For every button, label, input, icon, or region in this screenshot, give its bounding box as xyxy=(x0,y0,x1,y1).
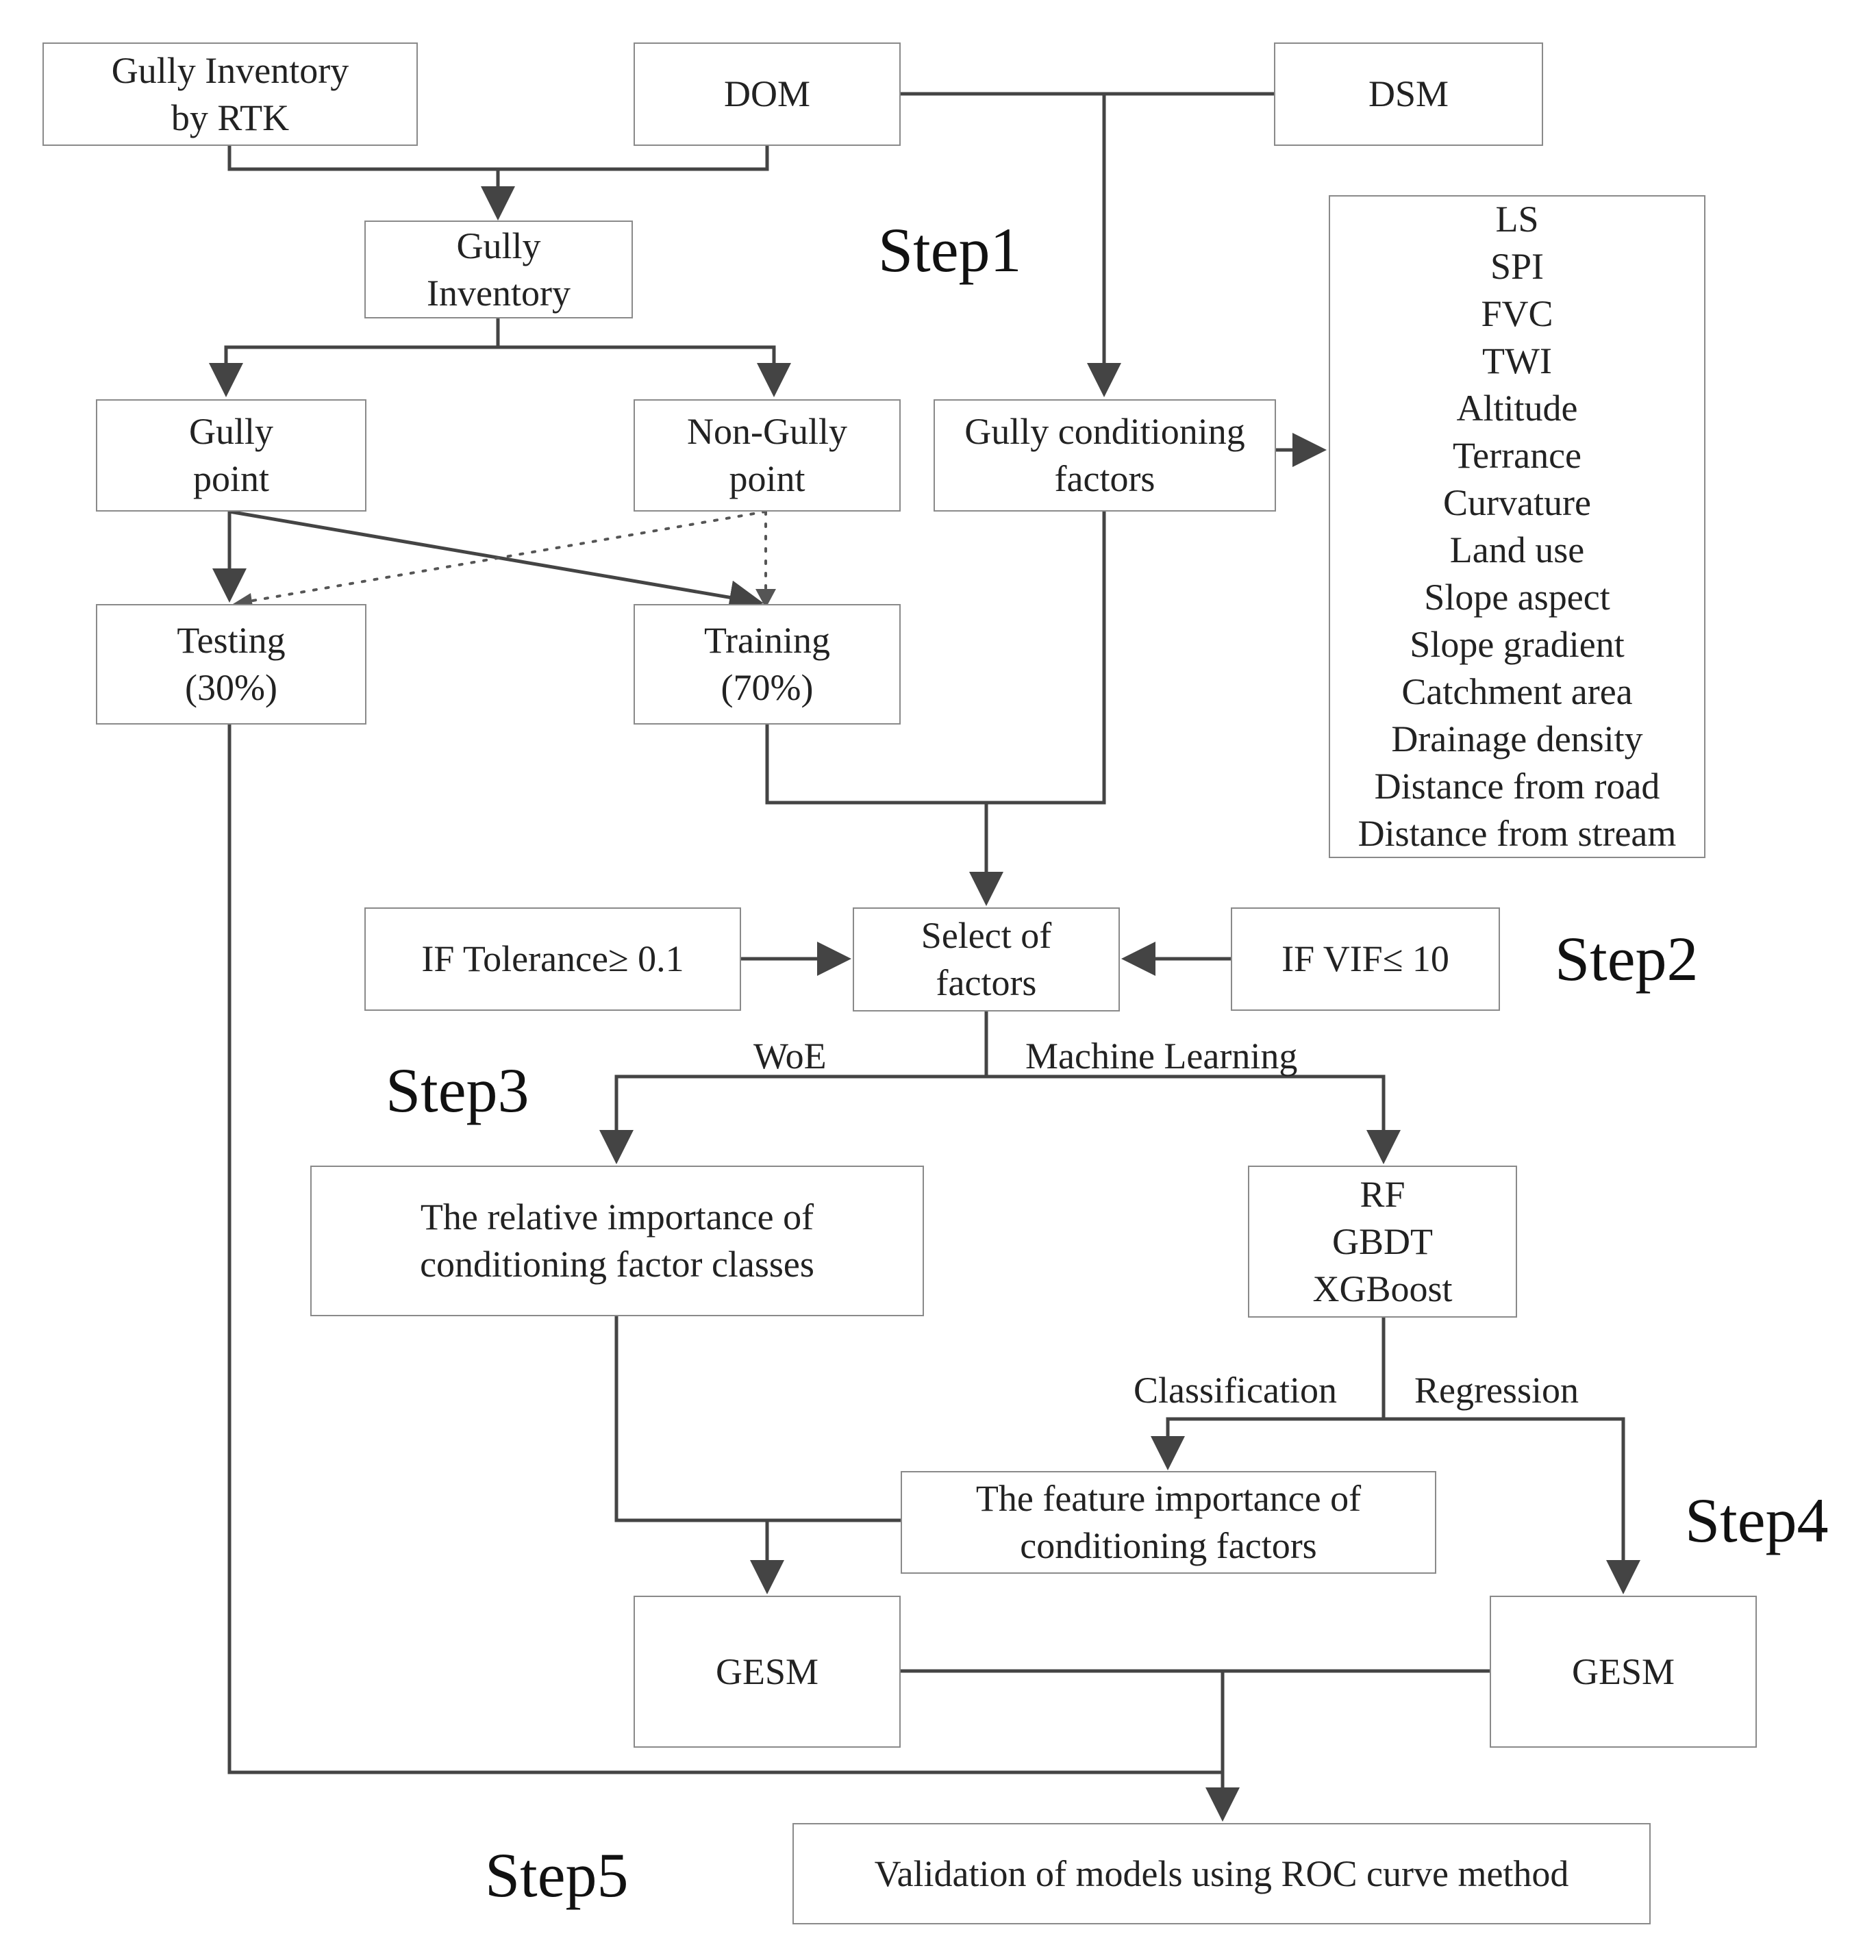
factor-distance-road: Distance from road xyxy=(1374,766,1660,807)
gully-point-line-1: Gully xyxy=(188,411,273,452)
testing-line-1: Testing xyxy=(177,620,286,661)
edge-ml-to-regression xyxy=(1384,1417,1640,1594)
feature-importance-box: The feature importance of conditioning f… xyxy=(901,1471,1436,1574)
ml-model-gbdt: GBDT xyxy=(1332,1220,1433,1262)
edge-testing-to-validation xyxy=(227,725,1223,1774)
non-gully-point-line-2: point xyxy=(729,458,805,499)
if-vif-box: IF VIF≤ 10 xyxy=(1231,907,1500,1011)
factor-drainage-density: Drainage density xyxy=(1391,718,1643,759)
gully-inventory-line-1: Gully xyxy=(456,225,541,266)
factor-distance-stream: Distance from stream xyxy=(1358,813,1677,854)
regression-label: Regression xyxy=(1414,1370,1579,1411)
edge-ml-to-classification xyxy=(1151,1318,1386,1470)
factor-slope-aspect: Slope aspect xyxy=(1424,577,1610,618)
gully-point-box: Gully point xyxy=(96,399,366,512)
arrowhead-nongully-training xyxy=(755,589,776,608)
edge-training-factors-merge xyxy=(765,512,1106,805)
edge-gully-to-training xyxy=(229,510,764,615)
edge-nongully-to-testing xyxy=(240,510,767,604)
factor-terrance: Terrance xyxy=(1452,435,1582,476)
relative-importance-box: The relative importance of conditioning … xyxy=(310,1166,924,1316)
non-gully-point-line-1: Non-Gully xyxy=(687,411,847,452)
step4-label: Step4 xyxy=(1685,1485,1829,1555)
gully-inventory-box: Gully Inventory xyxy=(364,221,633,318)
gully-inventory-line-2: Inventory xyxy=(427,272,571,314)
testing-line-2: (30%) xyxy=(185,667,277,708)
gully-conditioning-factors-box: Gully conditioning factors xyxy=(934,399,1276,512)
woe-label: WoE xyxy=(753,1035,827,1077)
testing-box: Testing (30%) xyxy=(96,604,366,725)
feature-importance-line-1: The feature importance of xyxy=(975,1478,1362,1519)
dom-label: DOM xyxy=(723,73,810,114)
step1-label: Step1 xyxy=(878,215,1022,285)
gesm-right-box: GESM xyxy=(1490,1596,1757,1748)
factor-twi: TWI xyxy=(1482,340,1552,381)
gesm-left-box: GESM xyxy=(634,1596,901,1748)
relative-importance-line-1: The relative importance of xyxy=(420,1196,814,1237)
edge-select-to-woe xyxy=(599,1012,988,1164)
training-line-2: (70%) xyxy=(721,667,814,708)
non-gully-point-box: Non-Gully point xyxy=(634,399,901,512)
validation-box: Validation of models using ROC curve met… xyxy=(792,1823,1651,1924)
training-line-1: Training xyxy=(703,620,831,661)
relative-importance-line-2: conditioning factor classes xyxy=(420,1244,814,1285)
factor-spi: SPI xyxy=(1490,246,1544,287)
factor-slope-gradient: Slope gradient xyxy=(1410,624,1625,665)
gully-inventory-rtk-box: Gully Inventory by RTK xyxy=(42,42,418,146)
factor-ls: LS xyxy=(1495,199,1539,240)
step3-label: Step3 xyxy=(386,1055,529,1125)
factor-curvature: Curvature xyxy=(1443,482,1591,523)
gully-conditioning-factors-line-2: factors xyxy=(1054,458,1155,499)
ml-models-box: RF GBDT XGBoost xyxy=(1248,1166,1517,1318)
validation-label: Validation of models using ROC curve met… xyxy=(874,1852,1569,1894)
gully-conditioning-factors-line-1: Gully conditioning xyxy=(964,411,1245,452)
training-box: Training (70%) xyxy=(634,604,901,725)
gesm-right-label: GESM xyxy=(1571,1650,1675,1692)
gully-point-line-2: point xyxy=(192,458,269,499)
ml-model-xgboost: XGBoost xyxy=(1312,1268,1453,1309)
gesm-left-label: GESM xyxy=(715,1650,819,1692)
step5-label: Step5 xyxy=(485,1840,629,1910)
edge-rtk-dom-merge xyxy=(227,146,769,171)
factor-altitude: Altitude xyxy=(1456,388,1578,429)
select-factors-box: Select of factors xyxy=(853,907,1120,1012)
edge-inventory-to-nongully xyxy=(498,345,791,397)
feature-importance-line-2: conditioning factors xyxy=(1020,1525,1317,1566)
edge-relative-to-gesm xyxy=(614,1316,901,1522)
gully-inventory-rtk-line-1: Gully Inventory xyxy=(111,49,349,91)
edge-inventory-split xyxy=(209,318,500,397)
factor-list-box: LS SPI FVC TWI Altitude Terrance Curvatu… xyxy=(1329,195,1705,858)
factor-land-use: Land use xyxy=(1449,529,1585,570)
dsm-label: DSM xyxy=(1368,73,1449,114)
if-tolerance-label: IF Tolerance≥ 0.1 xyxy=(421,938,684,979)
if-vif-label: IF VIF≤ 10 xyxy=(1281,938,1449,979)
ml-model-rf: RF xyxy=(1360,1173,1405,1215)
classification-label: Classification xyxy=(1134,1370,1337,1411)
gully-inventory-rtk-line-2: by RTK xyxy=(171,97,290,138)
if-tolerance-box: IF Tolerance≥ 0.1 xyxy=(364,907,741,1011)
step2-label: Step2 xyxy=(1555,924,1699,994)
factor-fvc: FVC xyxy=(1481,293,1553,334)
select-factors-line-1: Select of xyxy=(921,915,1052,956)
dom-box: DOM xyxy=(634,42,901,146)
edge-select-to-ml xyxy=(986,1075,1401,1164)
select-factors-line-2: factors xyxy=(936,962,1037,1003)
dsm-box: DSM xyxy=(1274,42,1543,146)
machine-learning-label: Machine Learning xyxy=(1025,1035,1298,1077)
factor-catchment-area: Catchment area xyxy=(1401,671,1633,712)
